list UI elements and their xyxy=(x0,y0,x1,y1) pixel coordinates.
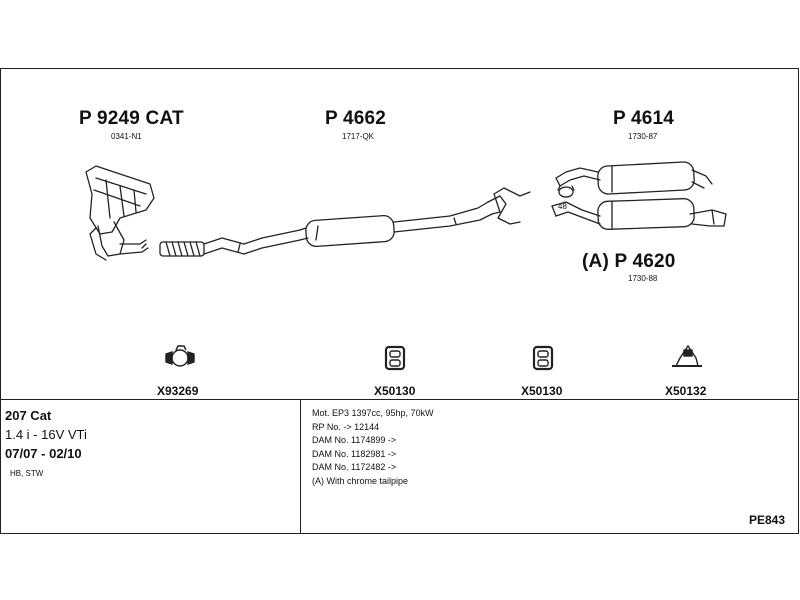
vehicle-engine: 1.4 i - 16V VTi xyxy=(5,427,87,442)
vehicle-years: 07/07 - 02/10 xyxy=(5,446,82,461)
divider-vertical xyxy=(300,399,301,533)
rear-silencer-b xyxy=(551,198,727,230)
part-ref-front: 0341-N1 xyxy=(111,132,142,141)
part-number-middle: P 4662 xyxy=(325,108,387,129)
vehicle-model: 207 Cat xyxy=(5,408,52,423)
front-pipe-flex xyxy=(159,229,301,257)
vehicle-body: HB, STW xyxy=(10,469,44,478)
exhaust-parts-sheet: P 9249 CAT 0341-N1 P 4662 1717-QK P 4614… xyxy=(0,68,800,534)
technical-notes: Mot. EP3 1397cc, 95hp, 70kW RP No. -> 12… xyxy=(312,407,434,489)
divider-horizontal xyxy=(0,399,798,400)
part-number-rear-a: P 4614 xyxy=(613,108,675,129)
hardware-code-4: X50132 xyxy=(665,384,707,398)
clamp-tag-label: 48 xyxy=(558,202,567,211)
sheet-reference-code: PE843 xyxy=(749,513,786,527)
part-ref-rear-a: 1730-87 xyxy=(628,132,658,141)
catalytic-converter-manifold xyxy=(85,165,155,261)
middle-silencer xyxy=(299,187,531,248)
note-line: Mot. EP3 1397cc, 95hp, 70kW xyxy=(312,408,434,418)
clamp-ring-icon xyxy=(165,345,195,367)
sheet-frame xyxy=(0,68,799,534)
part-number-front: P 9249 CAT xyxy=(79,108,184,129)
hardware-code-3: X50130 xyxy=(521,384,563,398)
part-number-rear-b: (A) P 4620 xyxy=(582,251,676,272)
exhaust-system-drawing xyxy=(85,161,727,371)
hardware-code-2: X50130 xyxy=(374,384,416,398)
rubber-mount-icon xyxy=(532,345,554,371)
rubber-mount-icon xyxy=(384,345,406,371)
hanger-bracket-icon xyxy=(672,344,702,367)
hardware-code-1: X93269 xyxy=(157,384,199,398)
part-ref-rear-b: 1730-88 xyxy=(628,274,658,283)
note-line: DAM No. 1174899 -> xyxy=(312,435,397,446)
clamp-part xyxy=(557,185,575,198)
note-line: RP No. -> 12144 xyxy=(312,421,380,432)
note-line: (A) With chrome tailpipe xyxy=(312,475,409,486)
part-ref-middle: 1717-QK xyxy=(342,132,375,141)
note-line: DAM No. 1172482 -> xyxy=(312,462,397,473)
note-line: DAM No. 1182981 -> xyxy=(312,448,397,459)
rear-silencer-a xyxy=(555,161,713,195)
